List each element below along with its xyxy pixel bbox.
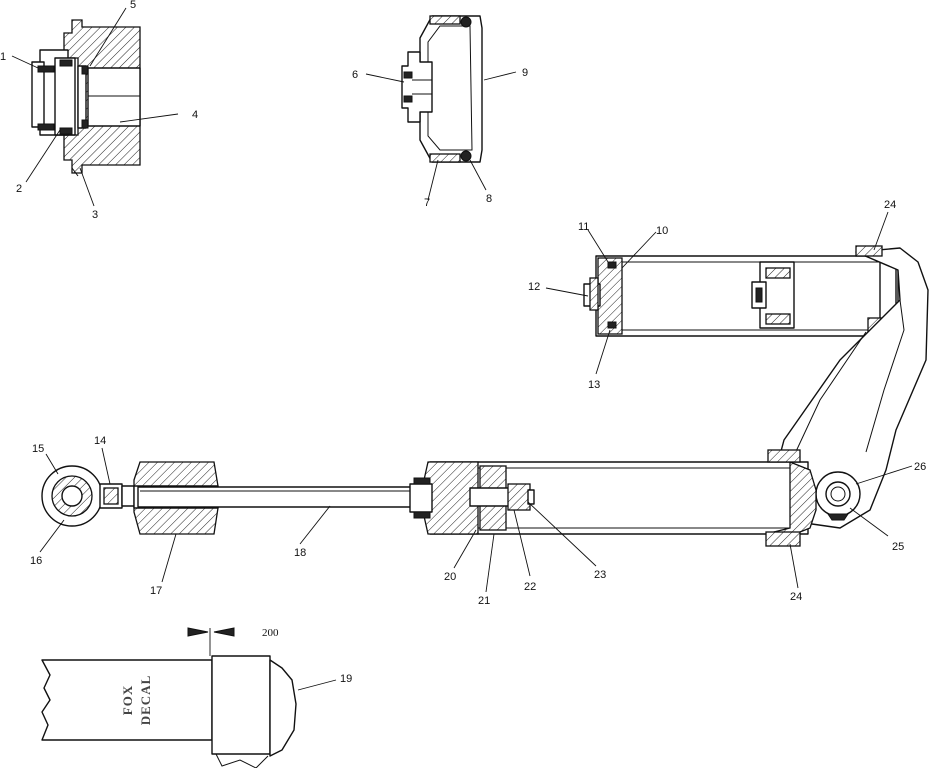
callout-13: 13: [588, 379, 600, 391]
callout-24-top: 24: [884, 199, 896, 211]
callout-15: 15: [32, 443, 44, 455]
callout-8: 8: [486, 193, 492, 205]
callout-21: 21: [478, 595, 490, 607]
callout-6: 6: [352, 69, 358, 81]
callout-22: 22: [524, 581, 536, 593]
callout-17: 17: [150, 585, 162, 597]
reservoir-assembly: [583, 255, 899, 337]
dimension-label: 200: [262, 627, 279, 639]
callout-24-bottom: 24: [790, 591, 802, 603]
callout-16: 16: [30, 555, 42, 567]
callout-25: 25: [892, 541, 904, 553]
callout-18: 18: [294, 547, 306, 559]
callout-19: 19: [340, 673, 352, 685]
callout-10: 10: [656, 225, 668, 237]
callout-labels: 1 5 4 2 3 6 9 7 8 11 10 12 13 24 15 14 1…: [0, 0, 926, 685]
callout-20: 20: [444, 571, 456, 583]
callout-11: 11: [578, 221, 589, 233]
callout-1: 1: [0, 51, 6, 63]
callout-4: 4: [192, 109, 198, 121]
callout-5: 5: [130, 0, 136, 11]
callout-9: 9: [522, 67, 528, 79]
decal-detail: FOX DECAL 200: [41, 627, 297, 768]
decal-text-line1: FOX: [120, 685, 135, 715]
main-body-assembly: [409, 449, 817, 547]
callout-2: 2: [16, 183, 22, 195]
callout-23: 23: [594, 569, 606, 581]
callout-26: 26: [914, 461, 926, 473]
shaft: [137, 486, 435, 508]
callout-3: 3: [92, 209, 98, 221]
reservoir-link-arm: [775, 245, 929, 529]
callout-14: 14: [94, 435, 106, 447]
seal-head-detail: [31, 19, 141, 177]
leader-lines: [11, 7, 913, 691]
callout-12: 12: [528, 281, 540, 293]
callout-7: 7: [424, 197, 430, 209]
eye-end-assembly: [41, 465, 139, 527]
piston-detail: [401, 15, 483, 163]
decal-text-line2: DECAL: [138, 675, 153, 726]
